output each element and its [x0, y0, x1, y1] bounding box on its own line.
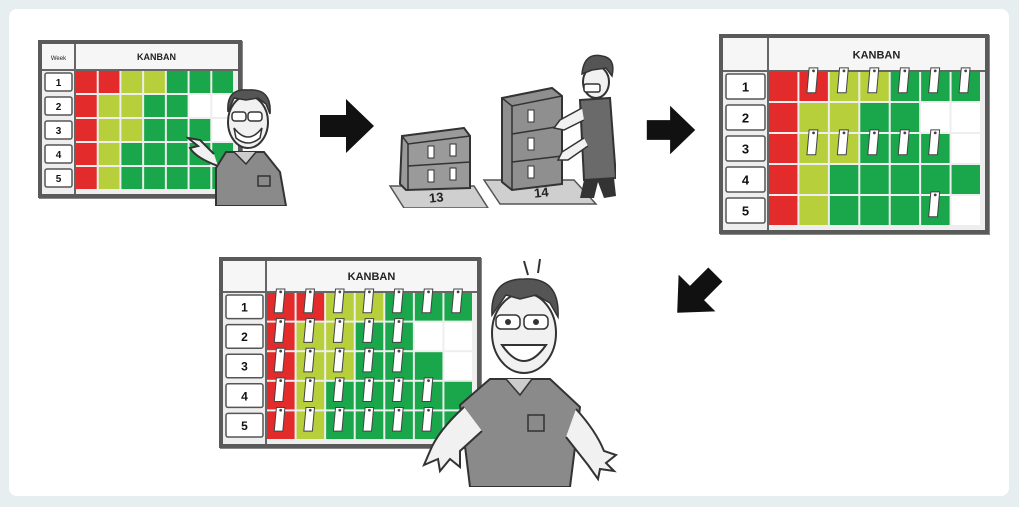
row-label: 2: [56, 102, 62, 113]
row-label: 3: [241, 360, 248, 374]
kanban-cell: [830, 165, 858, 194]
kanban-cell: [76, 143, 97, 165]
row-label: 2: [241, 330, 248, 344]
kanban-cell: [99, 143, 120, 165]
kanban-cell: [121, 119, 142, 141]
row-label: 4: [241, 389, 248, 403]
kanban-cell: [860, 165, 888, 194]
board-title: KANBAN: [348, 271, 396, 283]
kanban-cell: [799, 103, 827, 132]
kanban-cell: [167, 95, 188, 117]
kanban-cell: [144, 95, 165, 117]
row-label: 3: [742, 141, 749, 156]
kanban-cell: [99, 95, 120, 117]
kanban-cell: [121, 167, 142, 189]
presenter-figure: [186, 68, 306, 206]
kanban-grid: KANBAN 1 2 3 4 5: [723, 38, 985, 230]
down-left-arrow-icon: [667, 263, 727, 323]
kanban-cell: [167, 167, 188, 189]
kanban-cell: [769, 196, 797, 225]
kanban-cell: [799, 196, 827, 225]
row-label: 4: [742, 172, 750, 187]
kanban-cell: [921, 103, 949, 132]
box-13-label: 13: [428, 189, 444, 205]
kanban-cell: [921, 165, 949, 194]
kanban-cell: [769, 165, 797, 194]
kanban-cell: [891, 196, 919, 225]
row-label: 5: [742, 203, 749, 218]
kanban-cell: [76, 119, 97, 141]
kanban-cell: [952, 134, 980, 163]
kanban-board-partial: KANBAN 1 2 3 4 5: [719, 34, 989, 234]
right-arrow-icon: [318, 97, 376, 155]
kanban-cell: [76, 71, 97, 93]
board-title: KANBAN: [137, 52, 176, 62]
row-label: 5: [56, 174, 62, 185]
kanban-cell: [860, 196, 888, 225]
row-label: 5: [241, 419, 248, 433]
kanban-cell: [121, 143, 142, 165]
kanban-cell: [769, 72, 797, 101]
kanban-cell: [76, 95, 97, 117]
kanban-cell: [121, 71, 142, 93]
kanban-cell: [830, 103, 858, 132]
box-14-label: 14: [533, 184, 549, 200]
board-title: KANBAN: [853, 49, 901, 61]
kanban-cell: [99, 119, 120, 141]
kanban-cell: [952, 196, 980, 225]
kanban-cell: [769, 134, 797, 163]
kanban-cell: [99, 167, 120, 189]
row-label: 1: [742, 79, 749, 94]
kanban-cell: [891, 165, 919, 194]
row-label: 2: [742, 110, 749, 125]
row-label: 1: [56, 78, 62, 89]
box-stacking-scene: [384, 48, 616, 208]
board-corner-label: Week: [51, 56, 67, 62]
kanban-cell: [99, 71, 120, 93]
kanban-cell: [167, 119, 188, 141]
kanban-cell: [891, 103, 919, 132]
kanban-cell: [144, 119, 165, 141]
row-label: 1: [241, 301, 248, 315]
kanban-cell: [952, 103, 980, 132]
kanban-cell: [121, 95, 142, 117]
kanban-cell: [769, 103, 797, 132]
happy-worker-figure: [420, 255, 620, 487]
kanban-cell: [144, 71, 165, 93]
kanban-cell: [830, 196, 858, 225]
kanban-cell: [144, 167, 165, 189]
kanban-cell: [860, 103, 888, 132]
kanban-cell: [76, 167, 97, 189]
kanban-cell: [167, 143, 188, 165]
kanban-cell: [144, 143, 165, 165]
right-arrow-icon: [645, 102, 697, 158]
kanban-cell: [952, 165, 980, 194]
kanban-cell: [799, 165, 827, 194]
kanban-cell: [167, 71, 188, 93]
row-label: 3: [56, 126, 62, 137]
row-label: 4: [56, 150, 62, 161]
